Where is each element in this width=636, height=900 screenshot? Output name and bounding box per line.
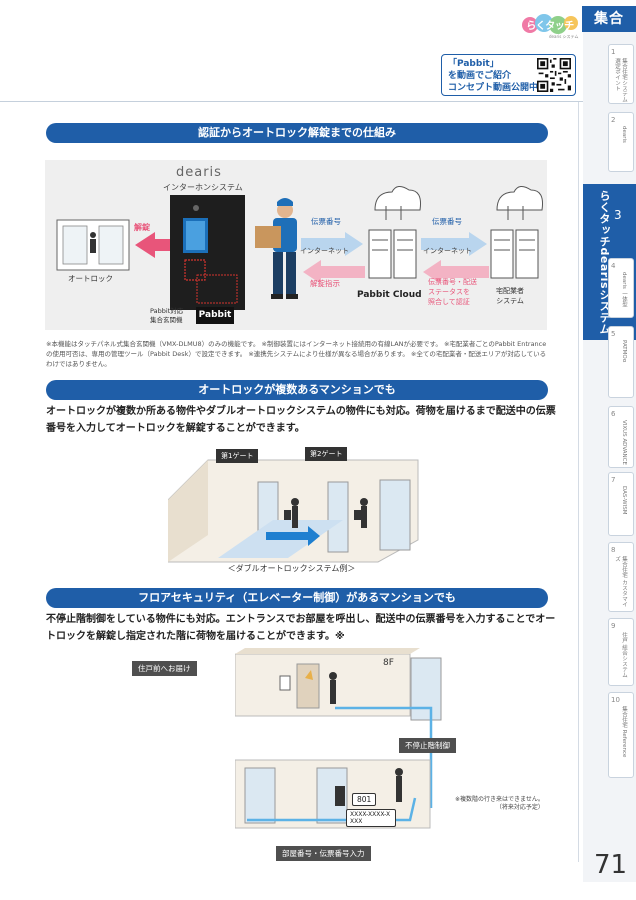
unlock-instruction-label: 解錠指示 — [310, 279, 340, 288]
brand-logo-sub: dearis システム — [549, 34, 579, 39]
double-autolock-caption: ＜ダブルオートロックシステム例＞ — [227, 564, 356, 573]
nav-item-label: DAS-WISM — [621, 486, 627, 515]
nav-item-8[interactable]: 8 集合住宅 カスタマイズ — [608, 542, 634, 612]
nav-item-number: 7 — [611, 476, 616, 484]
nav-item-number: 8 — [611, 546, 616, 554]
nav-item-number: 6 — [611, 410, 616, 418]
section2-body: オートロックが複数か所ある物件やダブルオートロックシステムの物件にも対応。荷物を… — [46, 406, 556, 434]
auth-check-line: ステータスを — [428, 288, 470, 296]
auth-flow-diagram — [45, 160, 547, 330]
brand-logo: らくタッチ — [522, 13, 578, 37]
qr-code-icon[interactable] — [537, 58, 571, 92]
nav-item-label: VIXUS ADVANCE — [621, 420, 627, 465]
section1-footnote: ※本機能はタッチパネル式集合玄関機（VMX-DLMU8）のみの機能です。 ※制御… — [46, 340, 547, 368]
floor-security-note-line: （将来対応予定） — [495, 804, 544, 811]
category-tab: 集合 — [582, 6, 636, 32]
nav-item-number: 10 — [611, 696, 620, 704]
tracking-number-label-2: 伝票番号 — [432, 217, 462, 226]
auth-flow-graphic — [56, 186, 543, 310]
floor-security-note: ※複数階の行き来はできません。 （将来対応予定） — [455, 796, 544, 812]
nav-item-9[interactable]: 9 住戸 総合システム — [608, 618, 634, 686]
auth-check-label: 伝票番号・配送 ステータスを 照合して認証 — [428, 277, 477, 307]
nav-item-label: dearis 一体型 — [621, 272, 627, 308]
double-autolock-illustration — [168, 459, 419, 563]
header-divider — [0, 101, 583, 102]
door-delivery-label: 住戸前へお届け — [132, 661, 197, 676]
internet-label-2: インターネット — [423, 247, 472, 255]
promo-line: を動画でご紹介 — [448, 71, 512, 81]
nav-item-1[interactable]: 1 集合住宅システム選定ポイント — [608, 44, 634, 104]
nav-item-number: 1 — [611, 48, 616, 56]
nav-item-6[interactable]: 6 VIXUS ADVANCE — [608, 406, 634, 468]
carrier-system-line: 宅配業者 — [496, 287, 524, 295]
auth-check-line: 照合して認証 — [428, 298, 470, 306]
promo-line: 「Pabbit」 — [448, 59, 499, 69]
nav-item-2[interactable]: 2 dearis — [608, 112, 634, 172]
nav-active-number: 3 — [614, 208, 622, 222]
pabbit-entrance-label-line: 集合玄関機 — [150, 316, 183, 324]
tracking-code-display: XXXX-XXXX-XXXX — [346, 809, 396, 827]
brand-logo-text: らくタッチ — [526, 21, 574, 32]
auth-check-line: 伝票番号・配送 — [428, 278, 477, 286]
pabbit-badge: Pabbit — [196, 307, 234, 324]
room-number-display: 801 — [352, 793, 377, 806]
carrier-system-label: 宅配業者 システム — [496, 286, 524, 306]
carrier-system-line: システム — [496, 297, 524, 305]
intercom-system-label: インターホンシステム — [163, 183, 243, 192]
nav-item-5[interactable]: 5 PATMOα — [608, 326, 634, 398]
internet-label-1: インターネット — [300, 247, 349, 255]
nav-item-10[interactable]: 10 集合住宅 Reference — [608, 692, 634, 778]
floor-security-note-line: ※複数階の行き来はできません。 — [455, 796, 544, 803]
nav-item-4[interactable]: 4 dearis 一体型 — [608, 258, 634, 318]
nav-item-label: 集合住宅システム選定ポイント — [614, 58, 627, 102]
floor-label: 8F — [383, 658, 394, 668]
dearis-logo: dearis — [176, 165, 222, 180]
section-title-floor-security: フロアセキュリティ（エレベーター制御）があるマンションでも — [46, 588, 548, 608]
promo-line: コンセプト動画公開中 — [448, 83, 539, 93]
nav-item-number: 2 — [611, 116, 616, 124]
gate-2-label: 第2ゲート — [305, 447, 348, 461]
nav-item-number: 4 — [611, 262, 616, 270]
section3-body: 不停止階制御をしている物件にも対応。エントランスでお部屋を呼出し、配送中の伝票番… — [46, 614, 556, 642]
room-tracking-input-label: 部屋番号・伝票番号入力 — [276, 846, 371, 861]
nav-item-label: dearis — [621, 126, 627, 143]
pabbit-entrance-label-line: Pabbit対応 — [150, 307, 184, 315]
nav-item-7[interactable]: 7 DAS-WISM — [608, 472, 634, 536]
unlock-label: 解錠 — [134, 223, 150, 232]
nav-item-number: 9 — [611, 622, 616, 630]
pabbit-cloud-label: Pabbit Cloud — [357, 290, 422, 300]
pabbit-entrance-label: Pabbit対応 集合玄関機 — [150, 307, 183, 325]
nav-item-label: 住戸 総合システム — [621, 632, 627, 678]
nonstop-floor-label: 不停止階制御 — [399, 738, 456, 753]
section-title-double-autolock: オートロックが複数あるマンションでも — [46, 380, 548, 400]
section-title-auth: 認証からオートロック解錠までの仕組み — [46, 123, 548, 143]
page-number: 71 — [594, 850, 628, 880]
gate-1-label: 第1ゲート — [216, 449, 259, 463]
video-promo-text: 「Pabbit」 を動画でご紹介 コンセプト動画公開中 — [448, 58, 538, 94]
video-promo-box[interactable]: 「Pabbit」 を動画でご紹介 コンセプト動画公開中 — [441, 54, 576, 96]
nav-item-number: 5 — [611, 330, 616, 338]
nav-item-label: 集合住宅 カスタマイズ — [614, 556, 627, 608]
content-border — [578, 102, 579, 862]
nav-item-label: PATMOα — [621, 340, 627, 363]
brand-logo-bubbles — [522, 14, 578, 34]
autolock-label: オートロック — [68, 274, 113, 283]
tracking-number-label-1: 伝票番号 — [311, 217, 341, 226]
nav-active-label: らくタッチdearisシステム — [598, 190, 611, 335]
nav-item-label: 集合住宅 Reference — [621, 706, 627, 758]
